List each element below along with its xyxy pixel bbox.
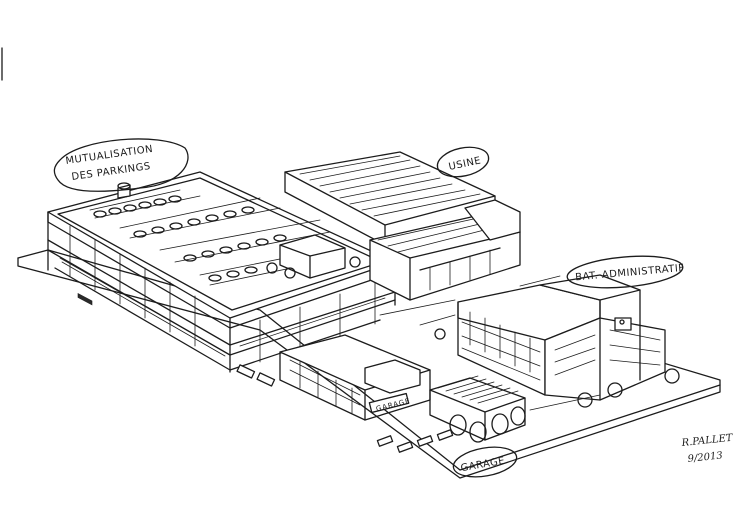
label-admin-text: BAT. ADMINISTRATIF (575, 263, 685, 284)
label-garage-text: GARAGE (460, 456, 506, 475)
workshop-arches (429, 375, 526, 443)
artist-signature: R.PALLET 9/2013 (680, 433, 733, 465)
road-lines (379, 275, 601, 411)
signature-name: R.PALLET (680, 433, 733, 450)
roof-cars (93, 195, 287, 282)
street-cars (236, 364, 454, 453)
admin-building (434, 274, 680, 408)
signature-date: 9/2013 (687, 450, 723, 465)
usine-building (284, 151, 521, 301)
label-usine-text: USINE (448, 155, 482, 173)
garage-building: GARAGE (279, 334, 431, 421)
